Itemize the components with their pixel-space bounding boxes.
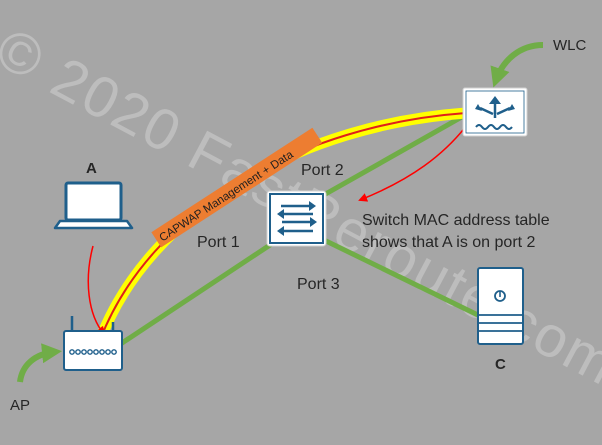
ap-label: AP [10, 397, 31, 414]
link-ap-to-switch [119, 242, 273, 346]
mac-table-note-line-1: Switch MAC address table [362, 212, 550, 229]
link-switch-to-wlc [319, 111, 470, 199]
mac-lookup-arrow [358, 120, 471, 202]
link-switch-to-server [321, 237, 487, 321]
laptop-label: A [86, 160, 97, 177]
switch-icon[interactable] [266, 190, 327, 247]
server-label: C [495, 356, 506, 373]
laptop-icon[interactable] [53, 181, 134, 230]
wlc-icon[interactable] [462, 87, 528, 137]
server-icon[interactable] [477, 267, 524, 345]
mac-table-note-line-2: shows that A is on port 2 [362, 234, 536, 251]
frame-path-arrow [87, 245, 106, 336]
port-1-label: Port 1 [197, 234, 240, 251]
port-2-label: Port 2 [301, 162, 344, 179]
port-3-label: Port 3 [297, 276, 340, 293]
wlc-label: WLC [553, 37, 587, 54]
wlc-callout-arrow [490, 42, 544, 88]
access-point-icon[interactable] [63, 316, 123, 371]
ap-callout-arrow [17, 343, 62, 383]
